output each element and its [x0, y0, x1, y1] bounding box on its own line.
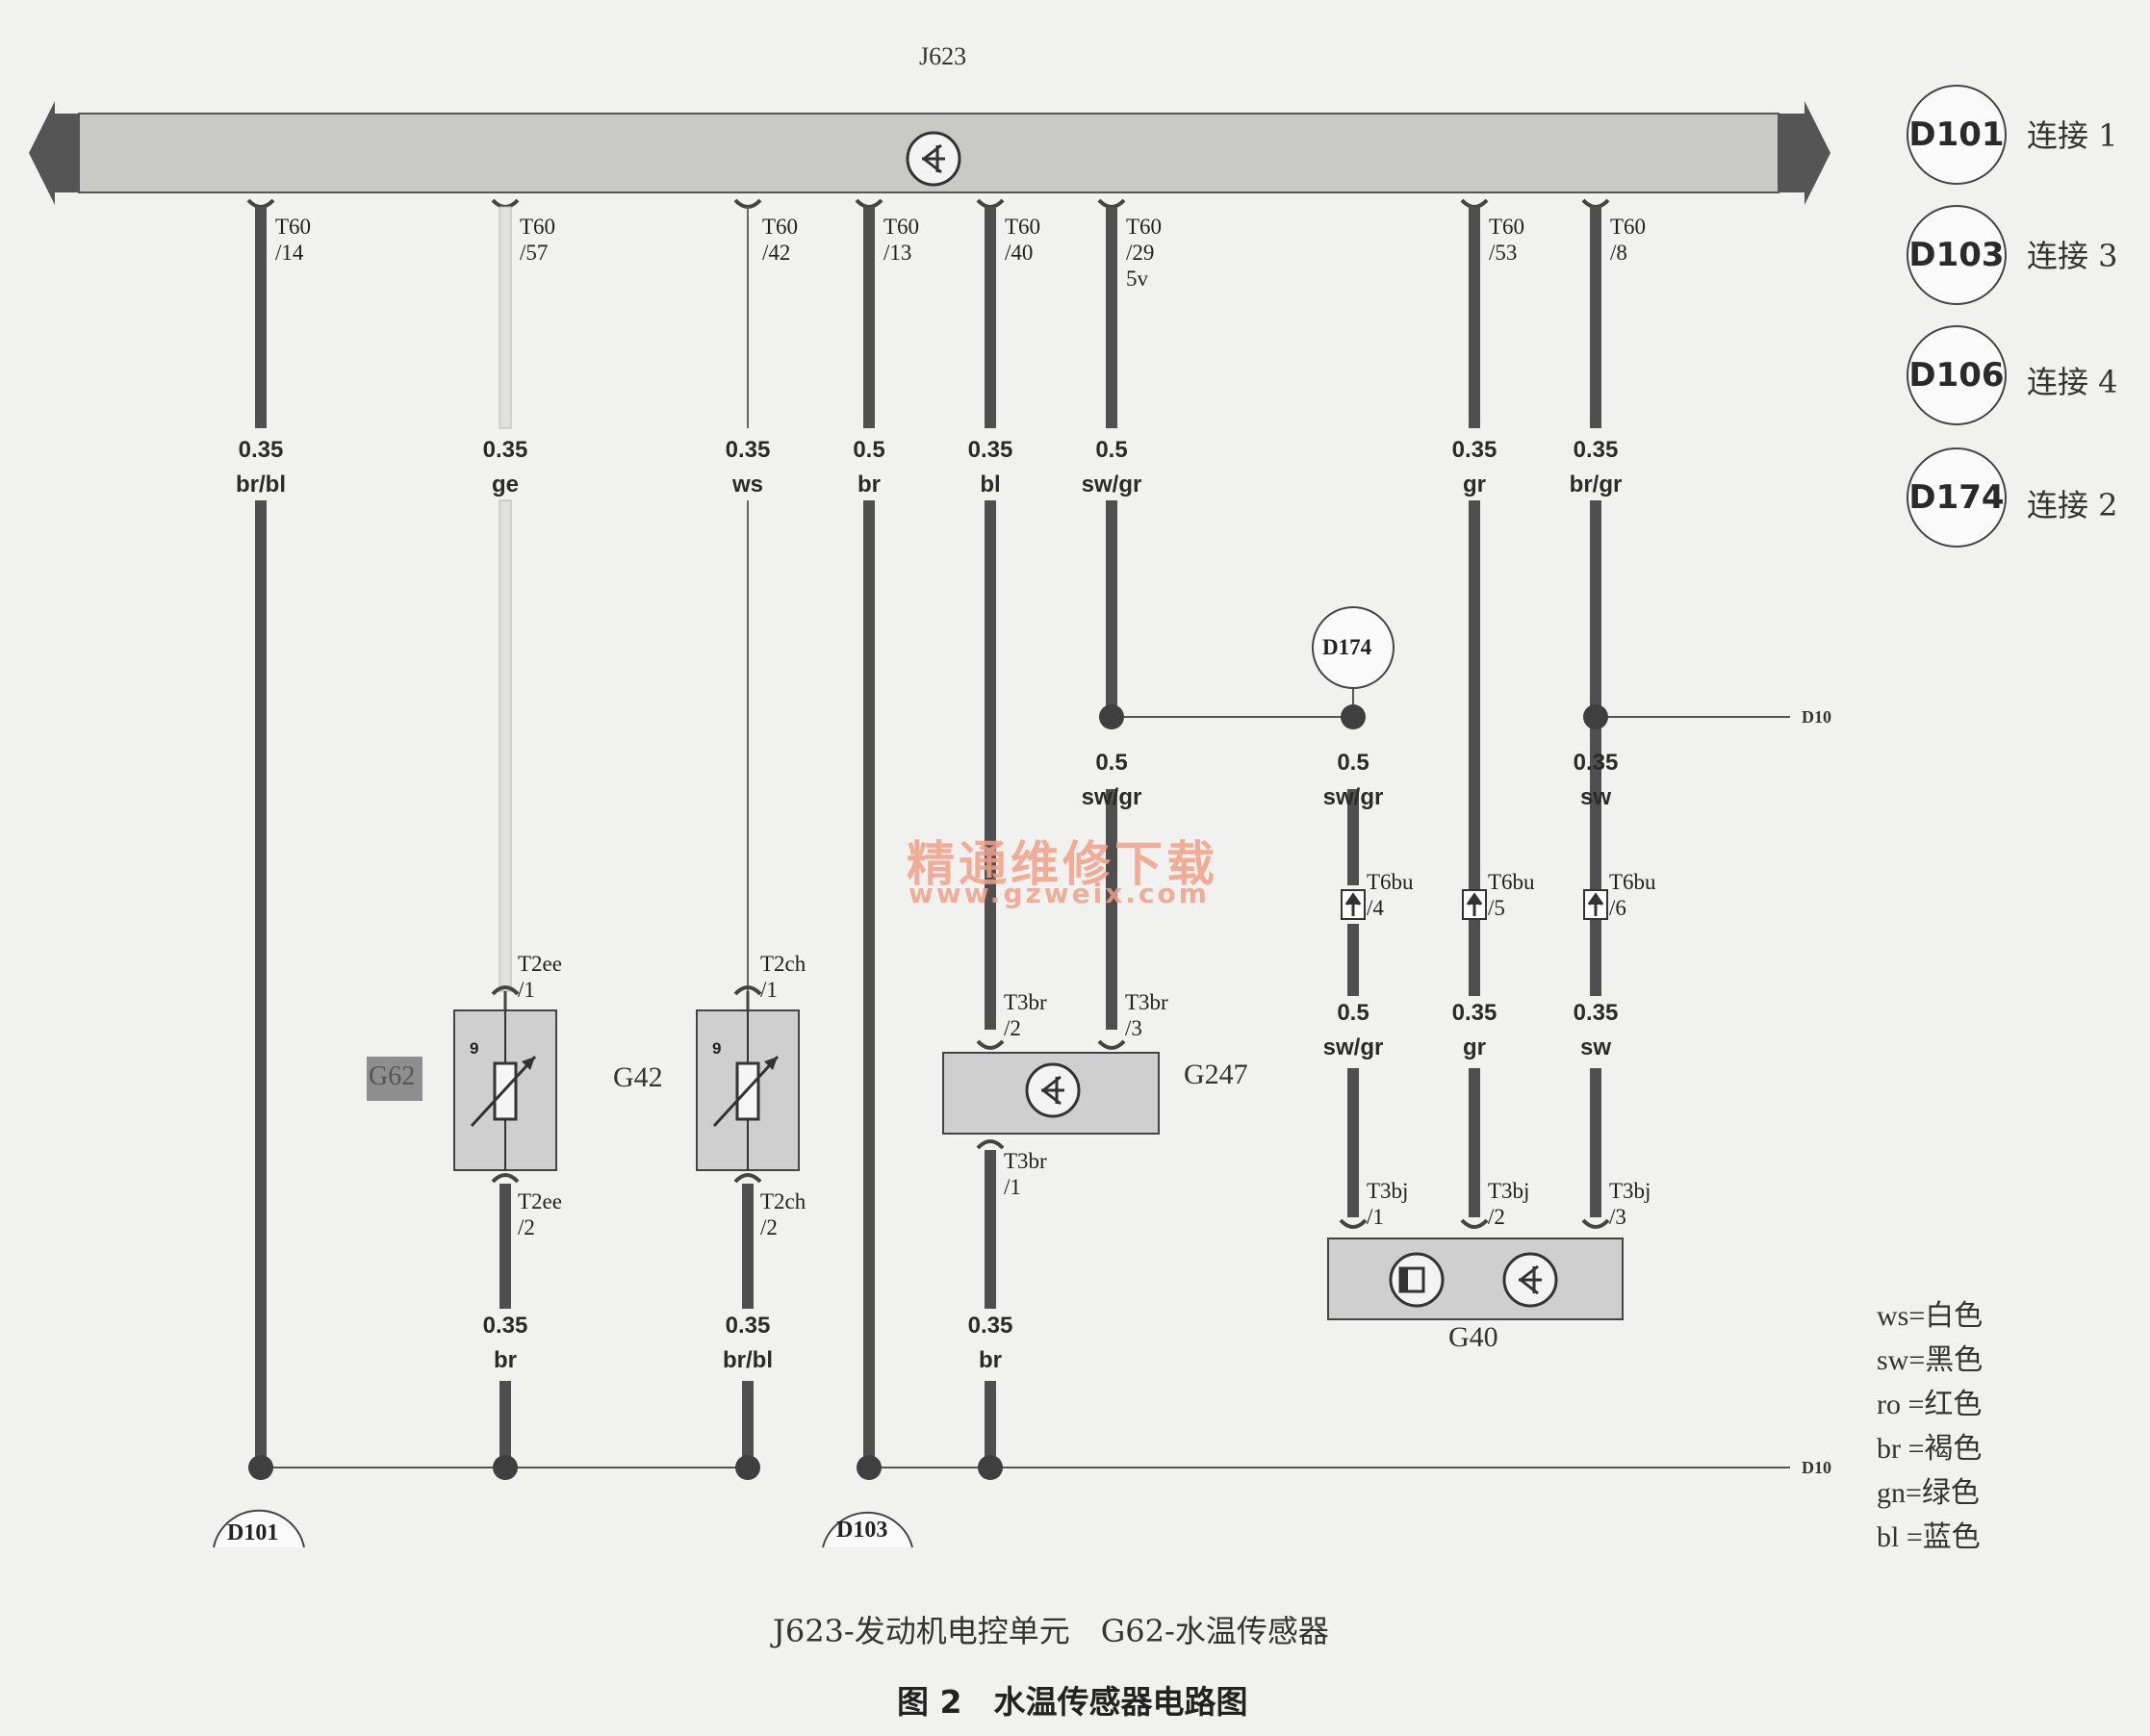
g42-label: G42: [613, 1061, 663, 1093]
bus-left-arrow: [29, 101, 55, 205]
g42-temp-mark: 9: [712, 1039, 722, 1058]
d10-cutoff-lower: D10: [1802, 1458, 1831, 1477]
connection-desc-d106: 连接 4: [2027, 364, 2118, 400]
pin-t60-53: T60/53: [1489, 215, 1525, 265]
d174-label: D174: [1322, 635, 1372, 659]
pin-t3br-2: T3br/2: [1004, 990, 1047, 1040]
legend-gn: gn=绿色: [1877, 1477, 1980, 1509]
connection-desc-d174: 连接 2: [2027, 487, 2118, 523]
legend-bl: bl =蓝色: [1877, 1521, 1981, 1553]
d101-ground-arc: [213, 1509, 305, 1548]
pin-t3br-3: T3br/3: [1125, 990, 1168, 1040]
watermark-url: www.gzweix.com: [909, 878, 1210, 909]
connection-desc-d101: 连接 1: [2027, 117, 2118, 154]
pin-t60-13: T60/13: [883, 215, 920, 265]
pin-t60-40: T60/40: [1005, 215, 1041, 265]
g40-sensor: [1327, 1238, 1624, 1320]
bus-right-arrow: [1804, 101, 1830, 205]
pin-t3br-1: T3br/1: [1004, 1149, 1047, 1199]
pin-t3bj-2: T3bj/2: [1488, 1179, 1530, 1229]
pin-t2ee-2: T2ee/2: [518, 1189, 562, 1239]
pin-t2ch-1: T2ch/1: [760, 952, 806, 1002]
pin-t3bj-3: T3bj/3: [1609, 1179, 1651, 1229]
pin-t6bu-4: T6bu/4: [1367, 870, 1414, 920]
wire-t60-57: [499, 206, 512, 429]
pin-t60-14: T60/14: [275, 215, 312, 265]
pin-t3bj-1: T3bj/1: [1367, 1179, 1409, 1229]
figure-title: 图 2 水温传感器电路图: [897, 1683, 1248, 1721]
g62-temp-mark: 9: [470, 1039, 479, 1058]
pin-t6bu-6: T6bu/6: [1609, 870, 1656, 920]
g62-label: G62: [369, 1061, 416, 1091]
ecu-symbol-icon: [906, 131, 961, 187]
figure-caption: J623-发动机电控单元 G62-水温传感器: [773, 1613, 1329, 1649]
bus-label-j623: J623: [919, 42, 967, 70]
pin-t60-57: T60/57: [520, 215, 556, 265]
g62-highlight: [367, 1057, 422, 1101]
g40-label: G40: [1448, 1321, 1498, 1353]
d101-ground-label: D101: [227, 1520, 279, 1545]
legend-ws: ws=白色: [1877, 1300, 1984, 1332]
pin-t2ch-2: T2ch/2: [760, 1189, 806, 1239]
g247-label: G247: [1184, 1059, 1248, 1090]
watermark-text: 精通维修下载: [907, 836, 1218, 892]
legend-ro: ro =红色: [1877, 1389, 1983, 1420]
pin-t60-42: T60/42: [762, 215, 799, 265]
pin-t60-8: T60/8: [1610, 215, 1647, 265]
connection-desc-d103: 连接 3: [2027, 238, 2118, 274]
connection-ref-d174: D174: [1907, 447, 2007, 548]
g42-sensor: [696, 985, 800, 1184]
legend-sw: sw=黑色: [1877, 1344, 1984, 1376]
d103-ground-arc: [822, 1511, 913, 1548]
connection-ref-d103: D103: [1907, 205, 2007, 305]
d10-cutoff-upper: D10: [1802, 707, 1831, 727]
pin-t2ee-1: T2ee/1: [518, 952, 562, 1002]
d103-ground-label: D103: [836, 1518, 888, 1543]
legend-br: br =褐色: [1877, 1433, 1983, 1465]
pin-t6bu-5: T6bu/5: [1488, 870, 1535, 920]
connection-ref-d106: D106: [1907, 325, 2007, 425]
d174-ref-circle: [1312, 606, 1395, 689]
connection-ref-d101: D101: [1907, 85, 2007, 185]
g247-sensor: [942, 1039, 1160, 1150]
g62-sensor: [453, 985, 557, 1184]
